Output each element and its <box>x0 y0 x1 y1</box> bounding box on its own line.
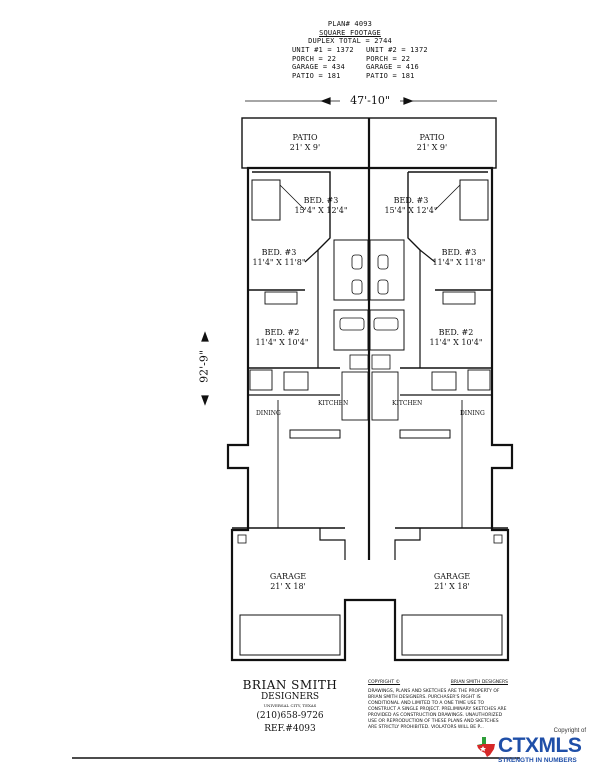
patio-right-size: 21' X 9' <box>416 143 448 152</box>
patio-left-size: 21' X 9' <box>289 143 321 152</box>
unit1-breakdown: UNIT #1 = 1372 PORCH = 22 GARAGE = 434 P… <box>292 46 367 80</box>
plan-number: PLAN# 4093 <box>327 20 373 28</box>
garage-right-name: GARAGE <box>433 572 471 581</box>
bed2-right-name: BED. #2 <box>438 328 474 337</box>
unit2-patio: PATIO = 181 <box>366 71 415 80</box>
bed3-top-right-size: 15'4" X 12'4" <box>384 206 438 215</box>
kitchen-right-label: KITCHEN <box>392 400 423 407</box>
bed3-top-left-name: BED. #3 <box>303 196 339 205</box>
designer-block: BRIAN SMITH DESIGNERS UNIVERSAL CITY, TE… <box>235 678 345 734</box>
bed2-right-size: 11'4" X 10'4" <box>429 338 483 347</box>
garage-right-size: 21' X 18' <box>434 582 470 591</box>
designer-name: BRIAN SMITH <box>242 678 338 692</box>
kitchen-left-label: KITCHEN <box>318 400 349 407</box>
bed2-left-name: BED. #2 <box>264 328 300 337</box>
unit2-total: UNIT #2 = 1372 <box>366 46 428 54</box>
bed3-mid-right-size: 11'4" X 11'8" <box>432 258 486 267</box>
patio-right-name: PATIO <box>419 133 445 142</box>
watermark-copyright-of: Copyright of <box>553 728 586 734</box>
width-dimension: 47'-10" <box>350 94 390 107</box>
garage-left-name: GARAGE <box>269 572 307 581</box>
designer-phone: (210)658-9726 <box>256 711 324 721</box>
unit2-breakdown: UNIT #2 = 1372 PORCH = 22 GARAGE = 416 P… <box>366 46 446 80</box>
watermark-brand: CTXMLS <box>498 734 582 757</box>
unit2-garage: GARAGE = 416 <box>366 63 419 71</box>
unit2-porch: PORCH = 22 <box>366 54 411 63</box>
designer-location: UNIVERSAL CITY, TEXAS <box>263 703 317 708</box>
unit1-garage: GARAGE = 434 <box>292 63 345 71</box>
bed3-top-right-name: BED. #3 <box>393 196 429 205</box>
copyright-notice: DRAWINGS, PLANS AND SKETCHES ARE THE PRO… <box>368 689 507 730</box>
watermark-tagline: STRENGTH IN NUMBERS <box>498 757 577 764</box>
texas-flag-icon <box>477 737 495 757</box>
unit1-patio: PATIO = 181 <box>292 71 341 80</box>
unit1-porch: PORCH = 22 <box>292 54 337 63</box>
bed3-mid-left-name: BED. #3 <box>261 248 297 257</box>
copyright-block: COPYRIGHT © BRIAN SMITH DESIGNERS DRAWIN… <box>368 680 508 731</box>
square-footage-title: SQUARE FOOTAGE <box>319 28 381 37</box>
dining-left-label: DINING <box>256 410 281 417</box>
copyright-owner: BRIAN SMITH DESIGNERS <box>450 680 508 685</box>
depth-dimension: 92'-9" <box>197 350 211 383</box>
designer-subtitle: DESIGNERS <box>260 692 320 702</box>
bed3-top-left-size: 15'4" X 12'4" <box>294 206 348 215</box>
dining-right-label: DINING <box>460 410 485 417</box>
ctxmls-watermark: Copyright of CTXMLS STRENGTH IN NUMBERS <box>476 728 590 768</box>
square-footage-header: PLAN# 4093 SQUARE FOOTAGE DUPLEX TOTAL =… <box>290 20 440 46</box>
copyright-line: COPYRIGHT © <box>368 680 401 685</box>
garage-left-size: 21' X 18' <box>270 582 306 591</box>
unit1-total: UNIT #1 = 1372 <box>292 46 354 54</box>
duplex-total: DUPLEX TOTAL = 2744 <box>308 37 392 45</box>
bed2-left-size: 11'4" X 10'4" <box>255 338 309 347</box>
patio-left-name: PATIO <box>292 133 318 142</box>
bed3-mid-left-size: 11'4" X 11'8" <box>252 258 306 267</box>
bed3-mid-right-name: BED. #3 <box>441 248 477 257</box>
designer-ref: REF.#4093 <box>264 724 316 734</box>
